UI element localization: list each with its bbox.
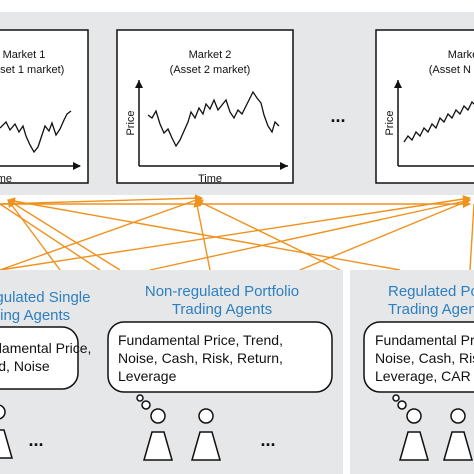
market-1-title: Market 1 — [3, 49, 46, 61]
markets-ellipsis: ... — [330, 106, 345, 126]
agent-group-1-title-line-1: Non-regulated Single — [0, 289, 90, 306]
agent-group-2-attr-line-2: Noise, Cash, Risk, Return, — [118, 350, 283, 366]
agent-group-3-attr-line-3: Leverage, CAR — [375, 368, 471, 384]
agent-group-1-ellipsis: ... — [28, 430, 43, 450]
market-n-box: Market N (Asset N market) Price — [375, 29, 474, 184]
market-n-y-label: Price — [384, 110, 396, 135]
market-1-x-label: Time — [0, 173, 12, 185]
agent-group-1: Non-regulated Single Trading Agents Fund… — [0, 270, 100, 474]
agent-group-2-attr-line-3: Leverage — [118, 368, 177, 384]
market-2-title: Market 2 — [189, 49, 232, 61]
market-2-x-label: Time — [198, 173, 222, 185]
market-2-y-label: Price — [125, 110, 137, 135]
agent-group-3-title-line-2: Trading Agents — [388, 301, 474, 318]
agent-group-2-title-line-1: Non-regulated Portfolio — [145, 283, 299, 300]
agent-group-2: Non-regulated Portfolio Trading Agents F… — [98, 270, 343, 474]
market-1-box: Market 1 (Asset 1 market) Time — [0, 29, 89, 185]
agent-group-2-attributes-bubble — [107, 321, 333, 393]
market-n-title: Market N — [448, 49, 474, 61]
agent-group-3-title-line-1: Regulated Portfolio — [388, 283, 474, 300]
agent-group-1-title-line-2: Trading Agents — [0, 307, 70, 324]
agent-group-2-agent-icons — [136, 394, 221, 461]
market-2-subtitle: (Asset 2 market) — [170, 64, 251, 76]
market-n-subtitle: (Asset N market) — [429, 64, 474, 76]
market-n-price-line — [403, 100, 474, 143]
market-1-subtitle: (Asset 1 market) — [0, 64, 64, 76]
agent-group-2-attr-line-1: Fundamental Price, Trend, — [118, 332, 283, 348]
agent-group-3-attributes-bubble — [363, 321, 474, 393]
agent-group-3-attr-line-2: Noise, Cash, Risk, Return, — [375, 350, 474, 366]
market-2-box: Market 2 (Asset 2 market) Price Time — [116, 29, 294, 185]
agent-group-1-attr-line-2: Trend, Noise — [0, 358, 50, 374]
agent-group-2-title-line-2: Trading Agents — [172, 301, 272, 318]
agent-group-3-attr-line-1: Fundamental Price, Trend, — [375, 332, 474, 348]
market-1-price-line — [0, 110, 72, 154]
agent-market-arrows — [0, 194, 474, 271]
agent-group-1-attr-line-1: Fundamental Price, — [0, 340, 91, 356]
market-2-price-line — [147, 90, 280, 148]
agent-group-3-agent-icons — [392, 394, 473, 461]
agent-group-3: Regulated Portfolio Trading Agents Funda… — [350, 270, 474, 474]
agent-group-1-attributes-bubble — [0, 326, 79, 390]
agent-group-1-agent-icons — [0, 404, 13, 459]
agent-group-2-ellipsis: ... — [260, 430, 275, 450]
